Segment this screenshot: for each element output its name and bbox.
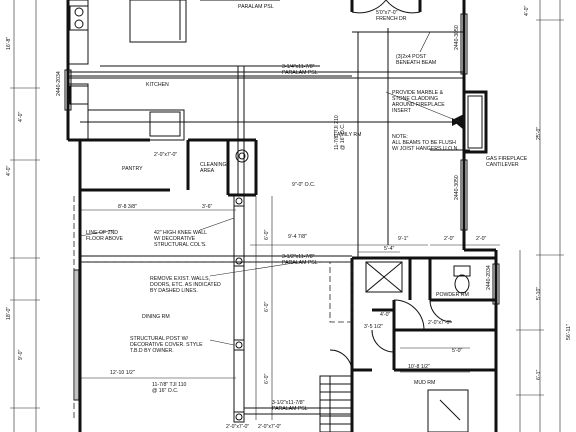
label-paralam-top: PARALAM PSL — [238, 4, 274, 10]
interior-walls — [80, 138, 496, 432]
label-dim-3-5: 3'-5 1/2" — [364, 324, 383, 330]
structural-posts — [233, 149, 249, 423]
label-powder-rm: POWDER RM — [436, 292, 469, 298]
windows — [64, 13, 500, 401]
label-dim-right-56: 56'-11" — [566, 324, 572, 340]
label-mud-rm: MUD RM — [414, 380, 435, 386]
label-dim-right-25: 25'-0" — [536, 127, 542, 140]
label-dim-2-0b: 2'-0" — [476, 236, 486, 242]
label-window-b: 2440-3050 — [454, 25, 460, 50]
label-header-kitchen: 3-1/4"x11-7/8"PARALAM PSL — [282, 64, 318, 76]
label-dim-5-0: 5'-0" — [452, 348, 462, 354]
powder-room-fixtures — [329, 261, 471, 373]
label-dim-5-4: 5'-4" — [384, 246, 394, 252]
label-dim-6-0c: 6'-0" — [264, 374, 270, 384]
label-dim-4-0: 4'-0" — [380, 312, 390, 318]
label-dim-left-4b: 4'-0" — [6, 166, 12, 176]
label-joist-oc: 9"-0" O.C. — [292, 182, 315, 188]
label-dim-6-0b: 6'-0" — [264, 302, 270, 312]
label-remove-walls: REMOVE EXIST. WALLS,DOORS, ETC. AS INDIC… — [150, 276, 221, 294]
label-pantry-door: 2'-0"x7'-0" — [154, 152, 177, 158]
label-dim-left-16: 16'-8" — [6, 37, 12, 50]
label-dim-right-4: 4'-0" — [524, 6, 530, 16]
label-dim-right-6-1: 6'-1" — [536, 370, 542, 380]
label-dim-left-4: 4'-0" — [18, 112, 24, 122]
label-dim-9-1: 9'-1" — [398, 236, 408, 242]
label-dim-right-5-10: 5'-10" — [536, 287, 542, 300]
label-pantry: PANTRY — [122, 166, 143, 172]
label-paralam-bottom: 3-1/2"x11-7/8"PARALAM PSL — [272, 400, 308, 412]
label-french-door: 5'0"x7'-0"FRENCH DR — [376, 10, 407, 22]
label-tji-bottom: 11-7/8" TJI 110@ 16" O.C. — [152, 382, 187, 394]
label-powder-door: 2'-0"x7'-0" — [428, 320, 451, 326]
beams — [68, 31, 464, 420]
label-dim-9-4: 9'-4 7/8" — [288, 234, 307, 240]
label-window-a: 2440-2034 — [56, 71, 62, 96]
label-window-c: 2440-3050 — [454, 175, 460, 200]
stairs — [319, 375, 469, 432]
label-dim-3-6: 3'-6" — [202, 204, 212, 210]
label-door-bottom: 2'-0"x7'-0" — [258, 424, 281, 430]
label-dim-left-18: 18'-0" — [6, 307, 12, 320]
dimension-lines — [10, 0, 564, 432]
label-dining-rm: DINING RM — [142, 314, 170, 320]
label-dim-6-0: 6'-0" — [264, 230, 270, 240]
label-joist-vert: 11-7/8" TJI 210@ 16" O.C. — [334, 115, 346, 150]
label-dim-2-0a: 2'-0" — [444, 236, 454, 242]
label-structural-post: STRUCTURAL POST W/DECORATIVE COVER. STYL… — [130, 336, 203, 354]
label-header-mid: 3-1/2"x11-7/8"PARALAM PSL — [282, 254, 318, 266]
label-kitchen: KITCHEN — [146, 82, 169, 88]
plan-labels: PARALAM PSL 5'0"x7'-0"FRENCH DR (3)2x4 P… — [6, 4, 572, 430]
french-door — [350, 0, 422, 258]
label-dim-12-10: 12'-10 1/2" — [110, 370, 135, 376]
label-window-d: 2440-2034 — [486, 265, 492, 290]
label-dim-8-8: 8'-8 3/8" — [118, 204, 137, 210]
kitchen-counters — [67, 0, 352, 141]
label-door-bottom-left: 2'-0"x7'-0" — [226, 424, 249, 430]
label-family-rm: FAMILY RM — [334, 132, 361, 138]
label-dim-10-8: 10'-8 1/2" — [408, 364, 430, 370]
label-dim-left-9: 9'-0" — [18, 350, 24, 360]
leader-lines — [79, 31, 461, 346]
